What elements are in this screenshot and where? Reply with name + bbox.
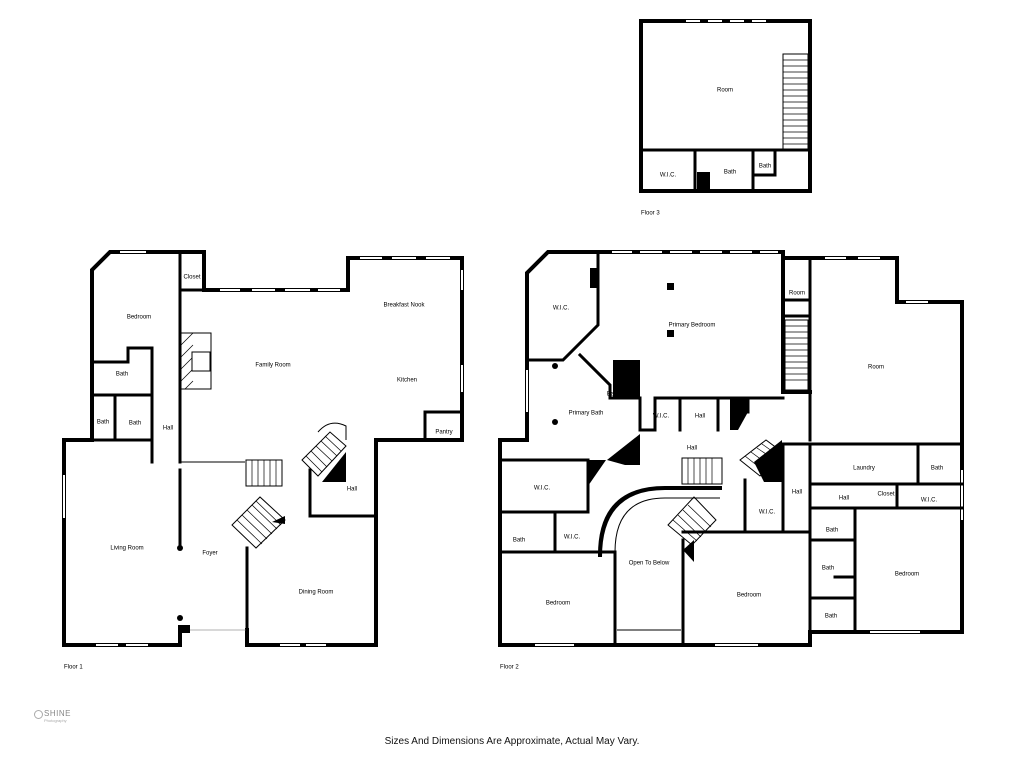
room-label: Hall xyxy=(687,446,697,452)
room-label: Bath xyxy=(826,528,838,534)
room-label: Hall xyxy=(347,487,357,493)
floor-3-plan: Room W.I.C. Bath Bath Floor 3 xyxy=(639,19,812,217)
room-label: Bath xyxy=(825,614,837,620)
room-label: Bedroom xyxy=(895,572,919,578)
room-label: Family Room xyxy=(255,363,290,369)
logo-name: SHINE xyxy=(44,709,71,718)
room-label: Primary Bedroom xyxy=(669,323,716,329)
room-label: Hall xyxy=(695,414,705,420)
room-label: Closet xyxy=(183,275,200,281)
room-label: Room xyxy=(789,291,805,297)
floor-2-plan: W.I.C. Primary Bedroom Room Room Primary… xyxy=(498,250,964,671)
room-label: Bath xyxy=(129,421,141,427)
room-label: Room xyxy=(717,88,733,94)
room-label: Hall xyxy=(792,490,802,496)
floor-label: Floor 3 xyxy=(641,211,660,217)
room-label: Dining Room xyxy=(299,590,334,596)
room-label: Hall xyxy=(839,496,849,502)
room-label: W.I.C. xyxy=(660,173,677,179)
room-label: W.I.C. xyxy=(759,510,776,516)
room-label: Bedroom xyxy=(546,601,570,607)
disclaimer-text: Sizes And Dimensions Are Approximate, Ac… xyxy=(384,736,640,747)
room-label: Foyer xyxy=(202,551,217,557)
floor-1-plan: Bedroom Closet Family Room Breakfast Noo… xyxy=(62,250,464,671)
room-label: W.I.C. xyxy=(653,414,670,420)
room-label: Closet xyxy=(877,492,894,498)
room-label: Bath xyxy=(116,372,128,378)
room-label: Living Room xyxy=(110,546,143,552)
room-label: W.I.C. xyxy=(534,486,551,492)
floor-label: Floor 2 xyxy=(500,665,519,671)
room-label: Room xyxy=(868,365,884,371)
room-label: Bath xyxy=(822,566,834,572)
room-label: W.I.C. xyxy=(564,535,581,541)
logo-mark-icon xyxy=(34,710,43,719)
room-label: Bath xyxy=(97,420,109,426)
room-label: Primary Bath xyxy=(569,411,604,417)
room-label: Pantry xyxy=(435,430,452,436)
room-label: Bedroom xyxy=(127,315,151,321)
logo-subtitle: Photography xyxy=(44,718,67,723)
room-label: Kitchen xyxy=(397,378,417,384)
floor-3-stairs xyxy=(782,53,809,150)
floor-label: Floor 1 xyxy=(64,665,83,671)
room-label: Bath xyxy=(607,392,619,398)
floor-2-stairs xyxy=(667,319,809,546)
room-label: Bedroom xyxy=(737,593,761,599)
room-label: Bath xyxy=(759,164,771,170)
room-label: Bath xyxy=(931,466,943,472)
room-label: Bath xyxy=(724,170,736,176)
room-label: Breakfast Nook xyxy=(383,303,425,309)
room-label: Open To Below xyxy=(629,561,670,567)
floor-1-stairs xyxy=(231,422,347,549)
fireplace-icon xyxy=(180,332,212,390)
room-label: Bath xyxy=(513,538,525,544)
room-label: W.I.C. xyxy=(921,498,938,504)
room-label: W.I.C. xyxy=(553,306,570,312)
room-label: Laundry xyxy=(853,466,875,472)
brand-logo: SHINE Photography xyxy=(34,709,94,725)
room-label: Hall xyxy=(163,426,173,432)
